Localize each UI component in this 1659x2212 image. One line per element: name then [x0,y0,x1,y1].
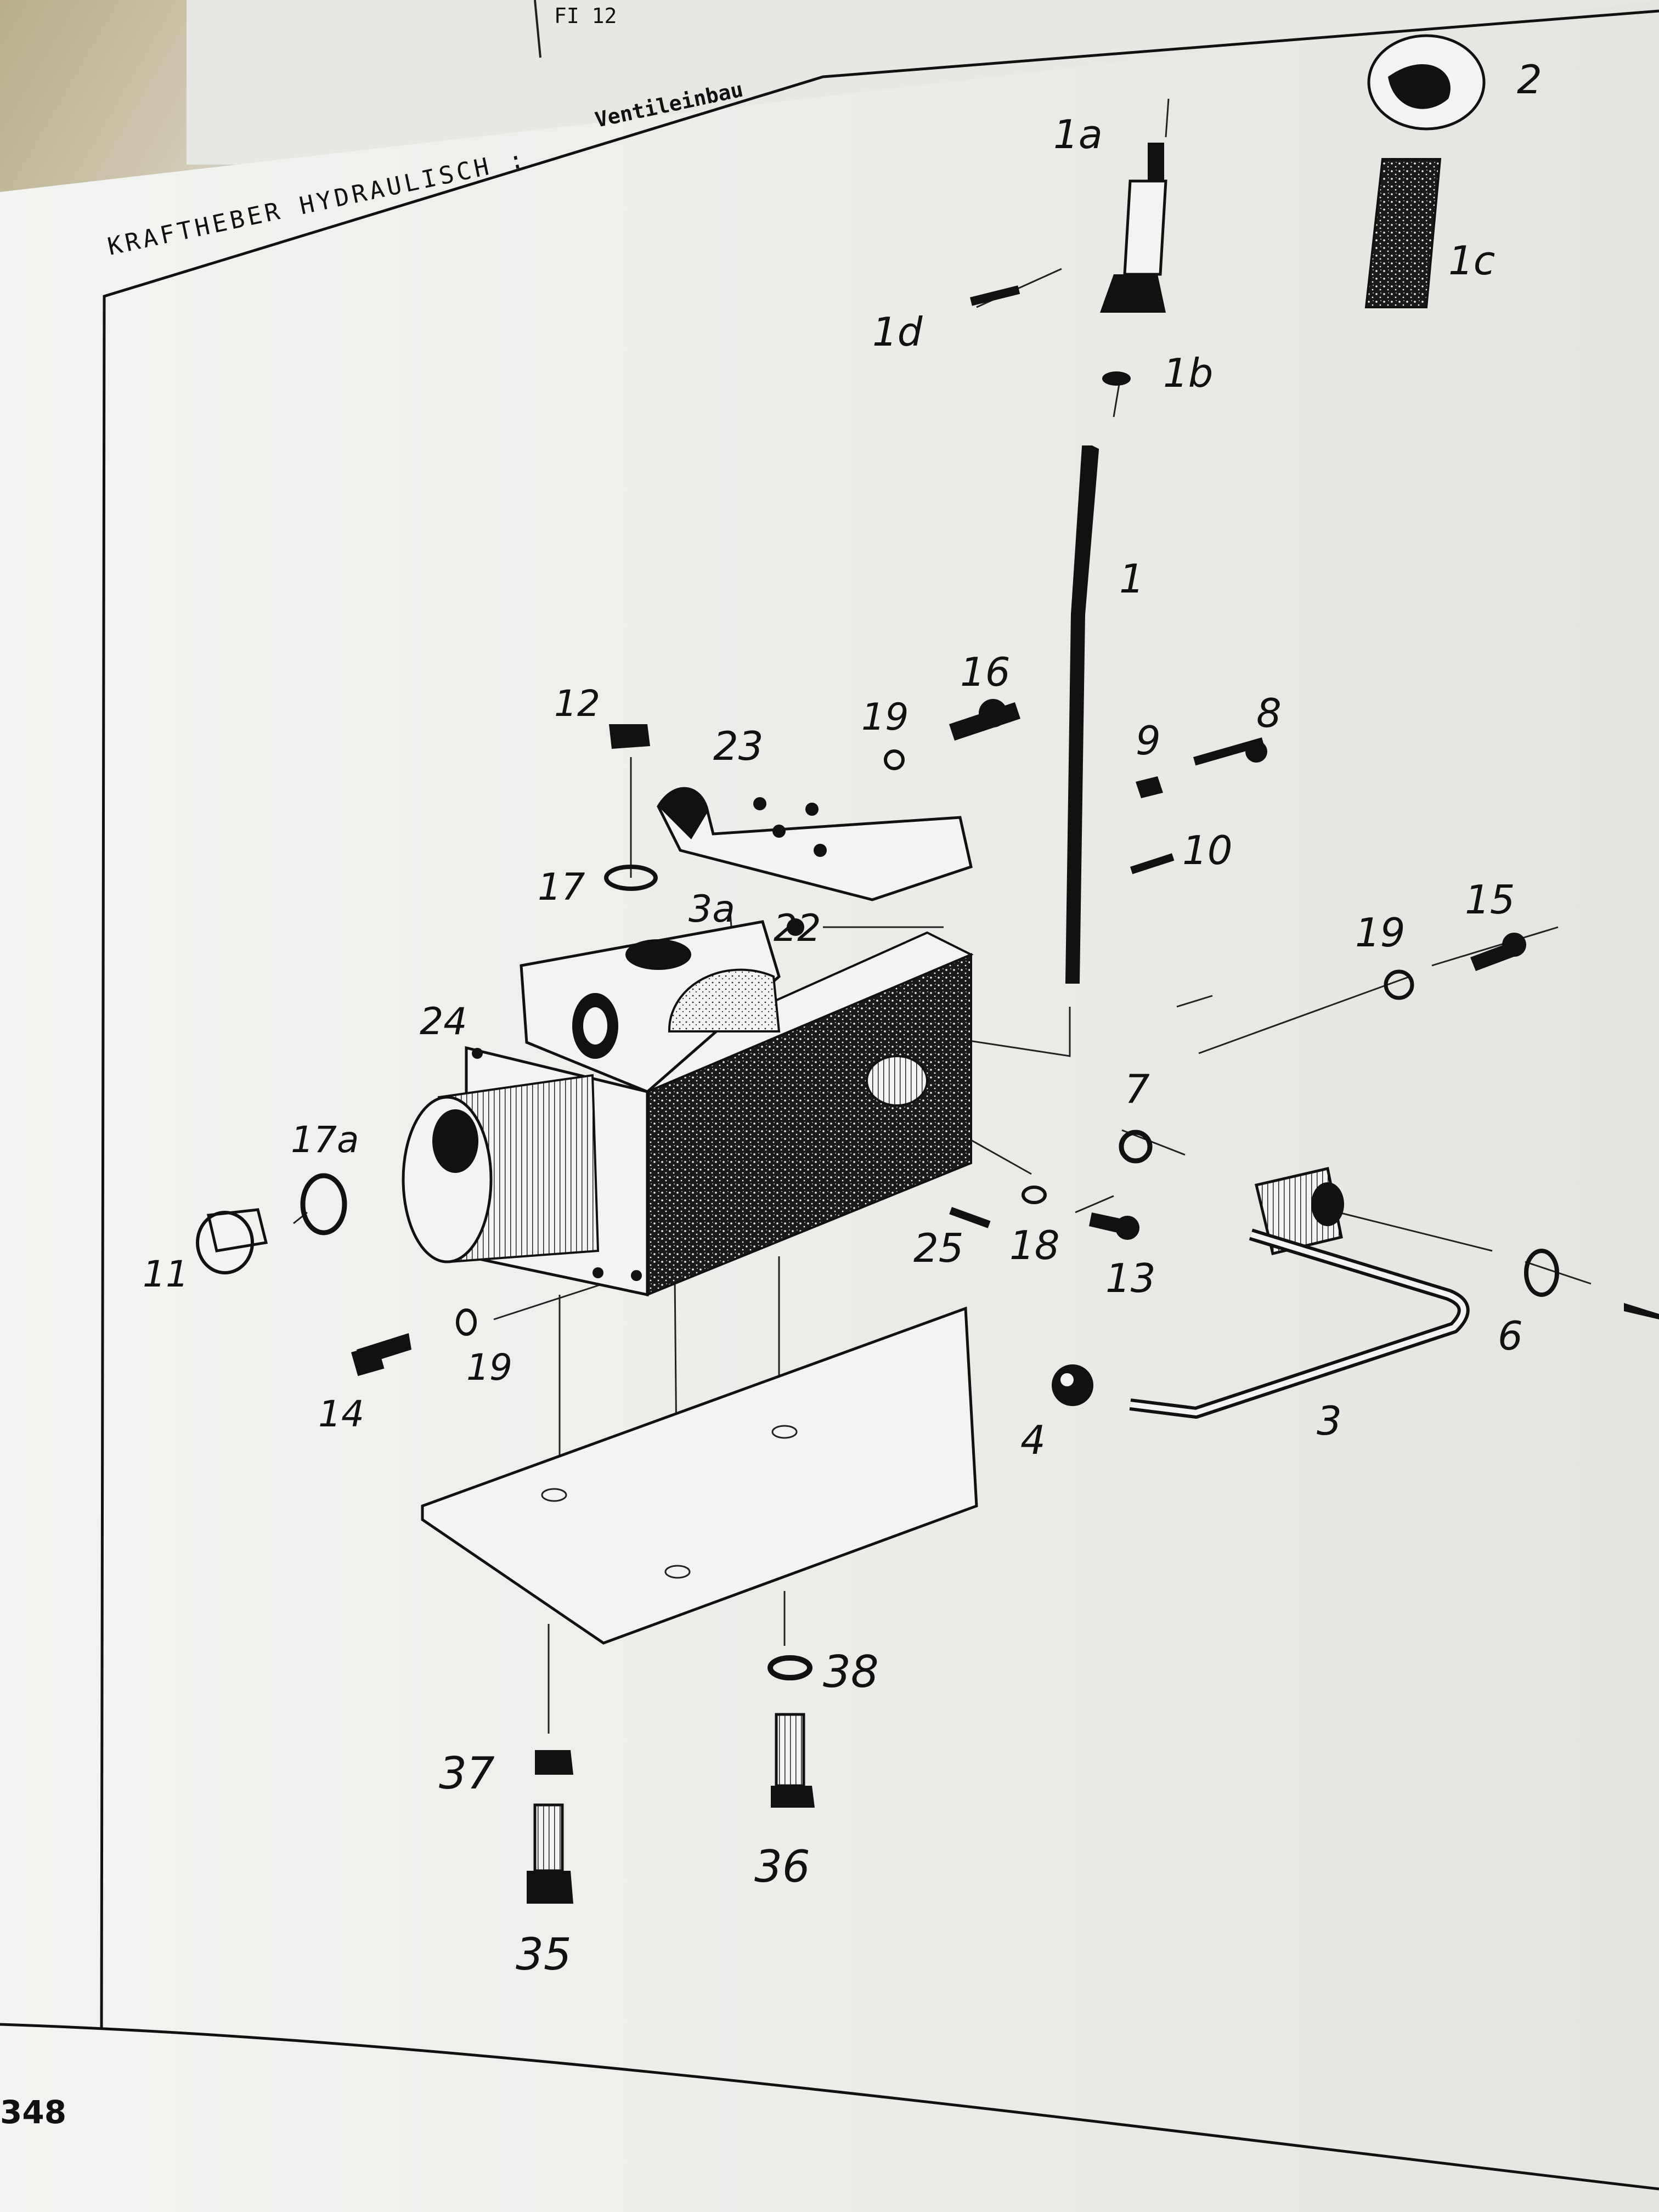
callout-17: 17 [538,866,585,909]
callout-14: 14 [318,1393,364,1435]
callout-7: 7 [1125,1066,1150,1112]
base-plate [421,1306,978,1645]
callout-38: 38 [823,1646,879,1697]
page-number: 348 [0,2094,66,2131]
callout-22: 22 [774,907,821,950]
top-fragment-text: FI 12 [554,4,617,28]
callout-17a: 17a [291,1119,359,1161]
callout-12: 12 [554,682,600,725]
washer-1b [1102,371,1131,386]
callout-2: 2 [1517,57,1542,103]
callout-1d: 1d [872,309,923,355]
callout-25: 25 [913,1225,964,1271]
callout-9: 9 [1136,718,1161,764]
callout-1a: 1a [1053,111,1103,157]
callout-1b: 1b [1163,350,1214,396]
part-callouts: 1c 1 1a 1b 1d 2 3 3a 4 6 7 8 9 10 11 12 … [143,57,1542,1980]
lever-rod [1065,445,1099,984]
callout-1: 1 [1119,556,1144,602]
callout-8: 8 [1256,690,1282,736]
callout-11: 11 [143,1253,189,1295]
callout-35: 35 [516,1929,572,1980]
lever-knob [1100,143,1167,313]
callout-18: 18 [1009,1222,1060,1268]
callout-10: 10 [1182,827,1233,873]
callout-4: 4 [1020,1417,1046,1463]
callout-3a: 3a [689,888,735,931]
callout-19-right: 19 [1355,910,1406,956]
callout-37: 37 [439,1748,495,1799]
callout-16: 16 [960,649,1011,695]
callout-13: 13 [1105,1255,1156,1301]
callout-36: 36 [754,1841,810,1892]
callout-6: 6 [1498,1313,1523,1359]
page-bottom-rule [0,2023,1659,2191]
background-card [0,0,208,198]
callout-24: 24 [420,1000,467,1043]
small-parts [196,699,1659,1904]
page-frame [100,9,1659,2030]
valve-housing [402,918,974,1297]
callout-15: 15 [1465,877,1515,923]
callout-19-left: 19 [466,1346,512,1389]
pin-1d [970,285,1020,306]
callout-19-top: 19 [861,696,909,739]
callout-1c: 1c [1448,238,1495,284]
callout-3: 3 [1317,1398,1342,1444]
grip-sleeve [1364,158,1442,308]
callout-23: 23 [713,723,764,769]
